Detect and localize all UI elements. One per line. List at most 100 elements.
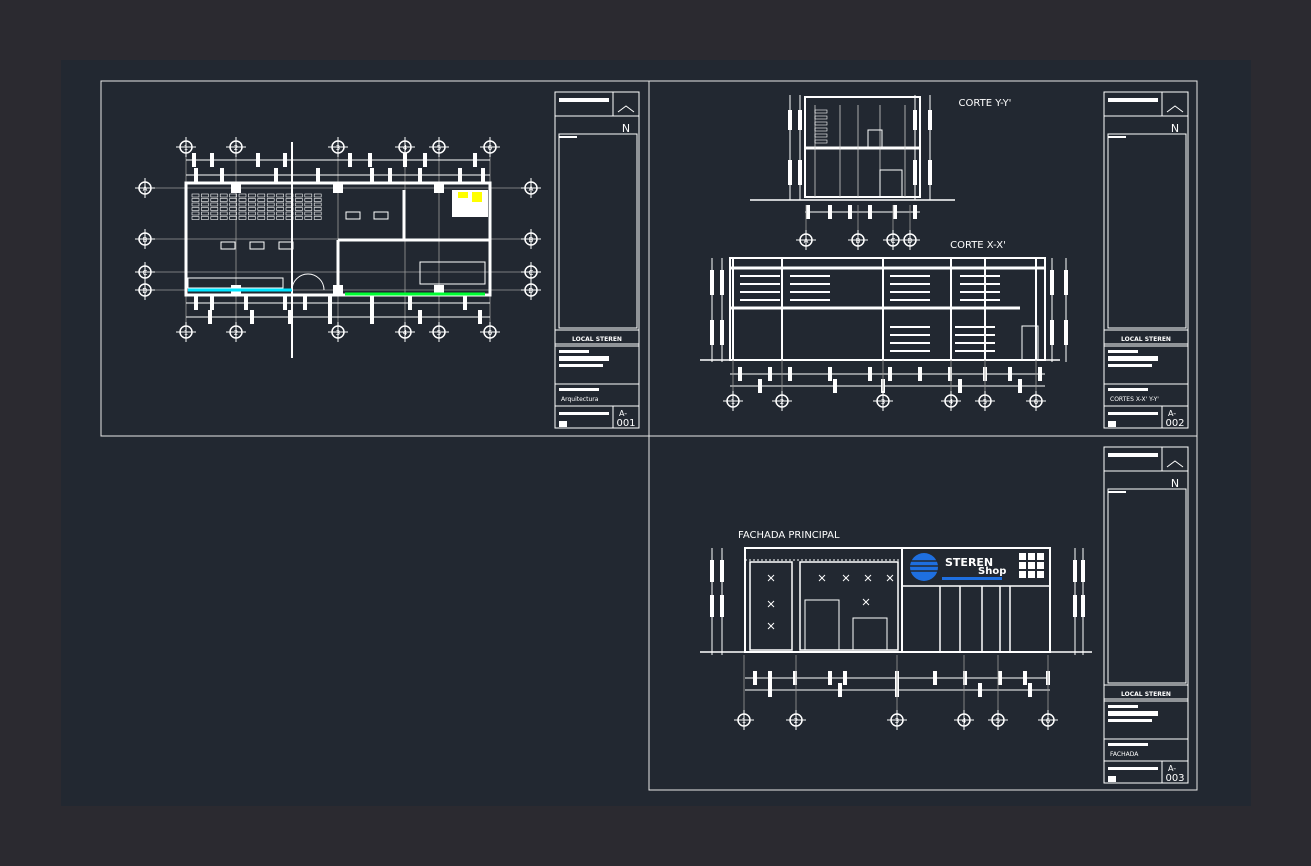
shelf-cell <box>304 198 313 202</box>
shelf-cell <box>248 207 256 211</box>
shelving-grid <box>191 193 322 220</box>
shelf-cell <box>285 216 294 220</box>
rect <box>1108 364 1152 367</box>
shelf-cell <box>285 207 294 211</box>
shelf <box>890 350 930 352</box>
dimension-tick <box>208 310 212 324</box>
shelf <box>890 342 930 344</box>
rect <box>1081 595 1085 617</box>
shelf <box>955 326 995 328</box>
north-box <box>1161 91 1189 117</box>
shelf <box>960 299 1000 301</box>
dimension-tick <box>843 671 847 685</box>
rect <box>1108 350 1138 353</box>
sign-grid-tile <box>1019 571 1026 578</box>
project-box <box>1103 684 1189 700</box>
shelf-cell <box>266 216 275 220</box>
shelf <box>790 291 830 293</box>
shelf <box>740 275 780 277</box>
rect <box>913 160 917 185</box>
shelf-cell <box>210 198 219 202</box>
shelf-cell <box>248 198 256 202</box>
dimension-tick <box>250 310 254 324</box>
grid-bubble: 1 <box>176 137 196 157</box>
shelf <box>740 291 780 293</box>
shelf-cell <box>304 216 313 220</box>
display-table <box>278 241 294 250</box>
notes-area <box>1107 488 1187 684</box>
dimension-tick <box>274 168 278 182</box>
door <box>1021 325 1039 361</box>
grid-bubble: 1 <box>734 710 754 730</box>
grid-axis-label: 2 <box>780 398 784 406</box>
north-label: N <box>1171 477 1179 490</box>
dimension-tick <box>194 168 198 182</box>
sign-grid-tile <box>1037 562 1044 569</box>
north-box <box>1161 446 1189 472</box>
shelf-cell <box>201 216 209 220</box>
grid-bubble: 1 <box>176 322 196 342</box>
glass-mark <box>842 574 850 582</box>
dimension-tick <box>458 168 462 182</box>
dimension-tick <box>758 379 762 393</box>
shelf-cell <box>219 207 228 211</box>
shelf-cell <box>266 207 275 211</box>
dimension-tick <box>328 296 332 310</box>
shelf-cell <box>304 207 313 211</box>
shelf <box>960 283 1000 285</box>
rect <box>1081 560 1085 582</box>
title-block-frame <box>1103 446 1189 784</box>
dimension-tick <box>256 153 260 167</box>
dimension-tick <box>788 367 792 381</box>
sign-grid-tile <box>1037 571 1044 578</box>
rect <box>559 388 599 391</box>
rect <box>1108 356 1158 361</box>
rect <box>1050 320 1054 345</box>
shelf-cell <box>295 193 303 198</box>
shelf <box>790 299 830 301</box>
grid-bubble: 1 <box>723 391 743 411</box>
north-label: N <box>1171 122 1179 135</box>
shelf-cell <box>238 216 247 220</box>
dimension-tick <box>793 671 797 685</box>
grid-bubble: 3 <box>873 391 893 411</box>
grid-axis-label: D <box>907 237 912 245</box>
grid-bubble: 4 <box>954 710 974 730</box>
bathroom-block <box>452 190 488 217</box>
dimension-tick <box>283 296 287 310</box>
dimension-tick <box>893 205 897 219</box>
sheet-prefix: A- <box>1168 409 1176 418</box>
dimension-tick <box>958 379 962 393</box>
glass-mark <box>864 574 872 582</box>
column <box>231 183 241 193</box>
shelf-cell <box>257 202 266 207</box>
rect <box>720 270 724 295</box>
shelf-cell <box>201 198 209 202</box>
dimension-tick <box>768 671 772 685</box>
rect <box>1108 743 1148 746</box>
rect <box>1073 595 1077 617</box>
grid-bubble: 6 <box>1026 391 1046 411</box>
dimension-tick <box>933 671 937 685</box>
grid-bubble: A <box>796 230 816 250</box>
stairs <box>419 261 486 285</box>
project-name: LOCAL STEREN <box>1121 691 1171 698</box>
grid-axis-label: C <box>891 237 896 245</box>
dimension-tick <box>192 153 196 167</box>
dimension-tick <box>1008 367 1012 381</box>
sheet-number: 003 <box>1165 773 1184 784</box>
shelf-cell <box>238 193 247 198</box>
shelf-cell <box>295 207 303 211</box>
grid-bubble: 3 <box>328 137 348 157</box>
dimension-tick <box>1038 367 1042 381</box>
dimension-tick <box>978 683 982 697</box>
shelf-cell <box>248 216 256 220</box>
logo-wordmark: STEREN <box>945 556 993 569</box>
grid-axis-label: 5 <box>437 144 441 152</box>
shelf-cell <box>313 207 322 211</box>
sign-grid-tile <box>1028 553 1035 560</box>
notes-area <box>558 133 638 329</box>
